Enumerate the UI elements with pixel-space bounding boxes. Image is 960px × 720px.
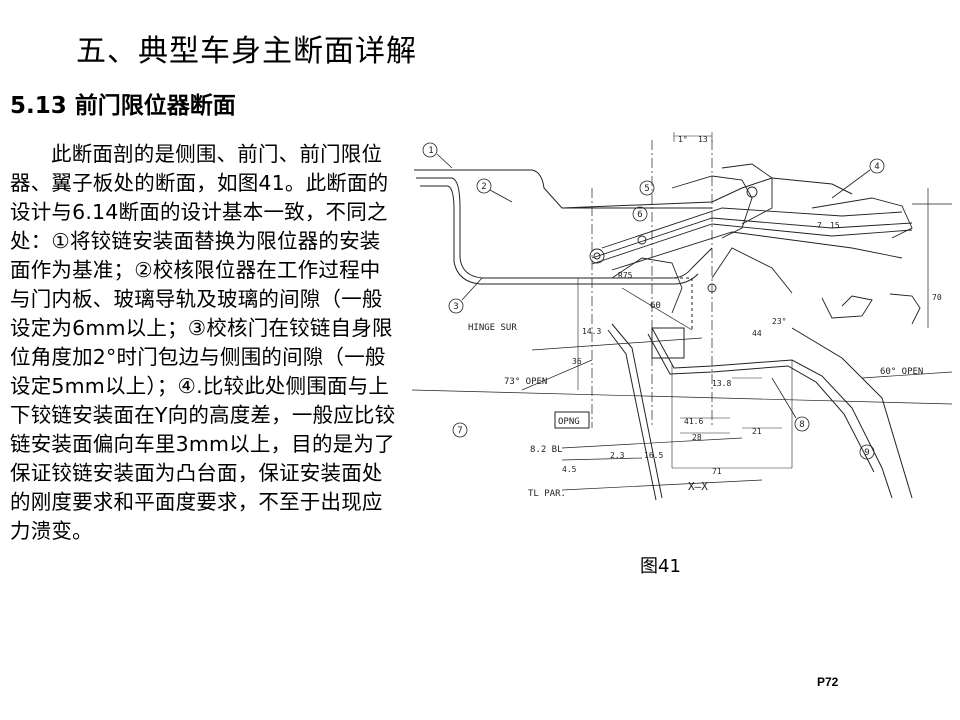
callout-9: 9 [864, 448, 869, 458]
callout-4: 4 [874, 162, 879, 172]
label-r75: R75 [618, 271, 633, 280]
label-x-x: X—X [688, 480, 708, 493]
label-60-open: 60° OPEN [880, 367, 923, 377]
callout-6: 6 [637, 210, 642, 220]
reference-lines [411, 140, 953, 491]
callout-3: 3 [453, 302, 458, 312]
callouts [422, 142, 885, 460]
limiter-mechanism [589, 163, 921, 325]
dim-7: 7 [817, 221, 822, 230]
door-outer-panel [607, 323, 913, 501]
dim-28: 28 [692, 433, 702, 442]
page-number: P72 [817, 675, 839, 689]
figure-caption: 图41 [640, 556, 681, 577]
dimension-lines [577, 132, 793, 469]
dimension-rect [554, 277, 693, 429]
callout-7: 7 [457, 426, 462, 436]
dim-44: 44 [752, 329, 762, 338]
section-drawing: 1 2 3 4 5 6 7 8 9 HINGE SUR 73° OPEN 60°… [411, 128, 953, 510]
label-hinge-sur: HINGE SUR [468, 323, 517, 333]
callout-8: 8 [799, 420, 804, 430]
section-heading: 5.13 前门限位器断面 [10, 93, 236, 119]
label-8-2-bl: 8.2 BL [530, 445, 563, 455]
dim-21: 21 [752, 427, 762, 436]
dim-70: 70 [932, 293, 942, 302]
callout-1: 1 [428, 146, 433, 156]
callout-2: 2 [481, 182, 486, 192]
page-title: 五、典型车身主断面详解 [76, 34, 417, 69]
dim-60: 60 [650, 301, 661, 311]
dim-16-5: 16.5 [644, 451, 663, 460]
dim-2-3: 2.3 [610, 451, 625, 460]
dim-4-5: 4.5 [562, 465, 577, 474]
dim-41-6: 41.6 [684, 417, 703, 426]
label-opng: OPNG [558, 417, 580, 427]
dim-14-3: 14.3 [582, 327, 601, 336]
label-73-open: 73° OPEN [504, 377, 547, 387]
body-text: 此断面剖的是侧围、前门、前门限位器、翼子板处的断面，如图41。此断面的设计与6.… [10, 140, 396, 546]
dim-71: 71 [712, 467, 722, 476]
dim-23-deg: 23° [772, 317, 786, 326]
callout-5: 5 [644, 184, 649, 194]
body-paragraph: 此断面剖的是侧围、前门、前门限位器、翼子板处的断面，如图41。此断面的设计与6.… [10, 142, 396, 543]
dim-13: 13 [698, 135, 708, 144]
dim-36: 36 [572, 357, 582, 366]
dim-13-8: 13.8 [712, 379, 731, 388]
label-tl-par: TL PAR. [528, 489, 566, 499]
dim-15: 15 [830, 221, 840, 230]
dim-1-deg: 1° [678, 135, 688, 144]
side-panel-outline [414, 169, 853, 285]
